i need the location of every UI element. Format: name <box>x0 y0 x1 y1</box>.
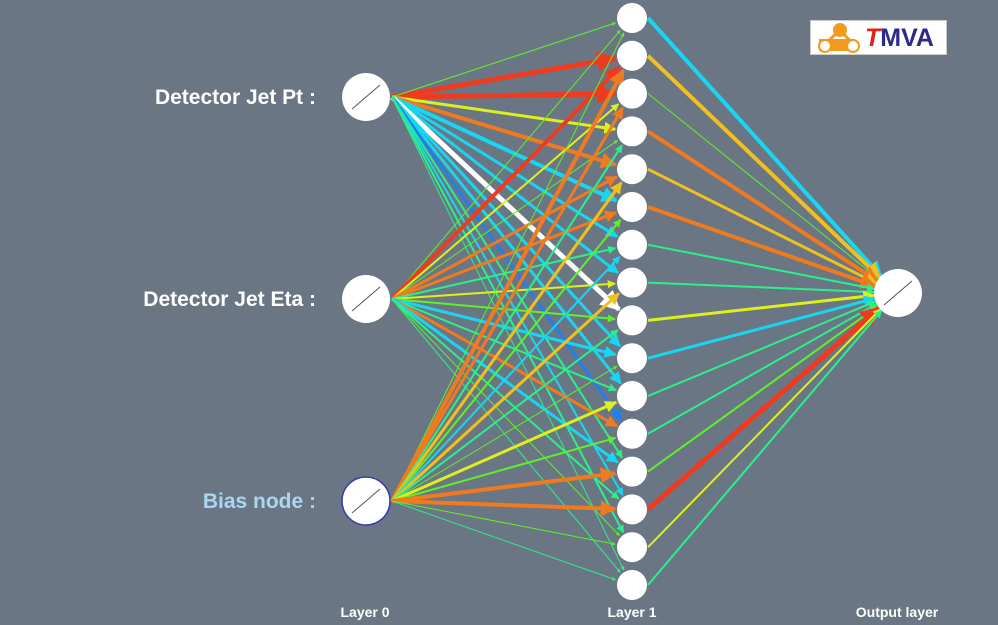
input-label-detector-jet-pt: Detector Jet Pt : <box>154 86 316 109</box>
hidden-node-1 <box>617 40 647 71</box>
layer-label-input: Layer 0 <box>340 604 390 620</box>
output-node-slash <box>883 280 913 306</box>
edge-hidden8-output <box>647 290 876 322</box>
edge-input2-hidden8 <box>391 329 619 502</box>
edge-input0-hidden1 <box>391 51 618 100</box>
edge-input0-hidden12 <box>391 96 624 459</box>
hidden-node-5 <box>617 192 647 222</box>
edge-hidden6-output <box>647 243 876 292</box>
input-node-0-slash <box>351 84 381 110</box>
network-nodes <box>341 3 922 600</box>
edge-input2-hidden13 <box>391 499 617 517</box>
input-label-bias-node: Bias node : <box>202 490 316 513</box>
hidden-node-0 <box>617 3 647 33</box>
edge-hidden1-output <box>646 54 882 279</box>
hidden-node-3 <box>617 116 647 147</box>
hidden-node-12 <box>617 456 647 487</box>
edge-input2-hidden4 <box>390 181 623 502</box>
edge-input2-hidden7 <box>390 292 620 503</box>
hidden-node-14 <box>617 532 647 563</box>
input-node-1-slash <box>351 286 381 312</box>
edge-input2-hidden1 <box>390 68 626 502</box>
edge-input2-hidden2 <box>390 106 624 502</box>
edge-input2-hidden9 <box>391 365 618 502</box>
hidden-node-15 <box>617 570 647 600</box>
edge-input2-hidden15 <box>391 500 617 581</box>
edge-input0-hidden15 <box>391 96 625 571</box>
edge-input1-hidden2 <box>391 103 620 300</box>
edge-hidden3-output <box>646 129 879 283</box>
input-node-2-slash <box>351 488 381 514</box>
edge-input1-hidden5 <box>391 210 618 301</box>
edge-input0-hidden3 <box>391 95 617 134</box>
edge-input2-hidden0 <box>391 32 625 502</box>
logo-nodes-icon <box>818 23 860 53</box>
hidden-node-9 <box>617 343 647 374</box>
edge-input2-hidden14 <box>391 500 616 546</box>
edge-input1-hidden4 <box>391 175 618 301</box>
edge-hidden14-output <box>647 308 882 548</box>
edge-input0-hidden10 <box>390 96 622 385</box>
edge-input1-hidden14 <box>391 298 620 536</box>
edge-hidden13-output <box>646 305 881 512</box>
layer-label-output: Output layer <box>855 604 939 620</box>
edge-input1-hidden15 <box>391 298 621 573</box>
edge-hidden10-output <box>647 300 877 397</box>
edge-input0-hidden2 <box>391 84 618 105</box>
input-label-detector-jet-eta: Detector Jet Eta : <box>143 288 316 311</box>
edge-input2-hidden6 <box>391 255 621 502</box>
edge-hidden4-output <box>647 167 878 285</box>
hidden-node-8 <box>617 305 647 336</box>
edge-input1-hidden0 <box>391 30 621 300</box>
edge-input2-hidden3 <box>391 144 623 502</box>
hidden-node-2 <box>617 78 647 109</box>
edge-hidden2-output <box>647 93 879 280</box>
hidden-node-7 <box>617 267 647 298</box>
edge-input1-hidden6 <box>391 245 617 300</box>
edge-input0-hidden13 <box>391 96 624 496</box>
logo-text: TMVA <box>865 24 934 52</box>
edge-hidden7-output <box>647 281 875 296</box>
edge-input1-hidden3 <box>391 140 618 300</box>
tmva-logo: TMVA <box>810 20 947 55</box>
edge-input1-hidden1 <box>390 65 621 301</box>
edge-hidden9-output <box>647 295 876 360</box>
edge-hidden0-output <box>646 16 883 278</box>
hidden-node-10 <box>617 381 647 411</box>
hidden-node-11 <box>617 418 647 449</box>
edge-input0-hidden0 <box>391 22 617 98</box>
edge-hidden11-output <box>647 303 878 435</box>
edge-input2-hidden12 <box>391 467 617 503</box>
edge-input2-hidden5 <box>391 218 622 502</box>
edge-input2-hidden10 <box>391 400 618 503</box>
edge-input0-hidden8 <box>390 95 621 312</box>
hidden-node-13 <box>617 494 647 525</box>
edge-input2-hidden11 <box>391 436 617 502</box>
edge-input0-hidden14 <box>391 96 625 534</box>
hidden-node-4 <box>617 154 647 185</box>
edge-input0-hidden11 <box>390 96 623 422</box>
connection-edges <box>390 16 883 586</box>
edge-hidden12-output <box>647 305 879 473</box>
edge-input0-hidden9 <box>390 95 621 348</box>
edge-hidden15-output <box>647 309 883 586</box>
edge-hidden5-output <box>647 205 877 289</box>
hidden-node-6 <box>617 229 647 260</box>
layer-label-hidden: Layer 1 <box>607 604 657 620</box>
